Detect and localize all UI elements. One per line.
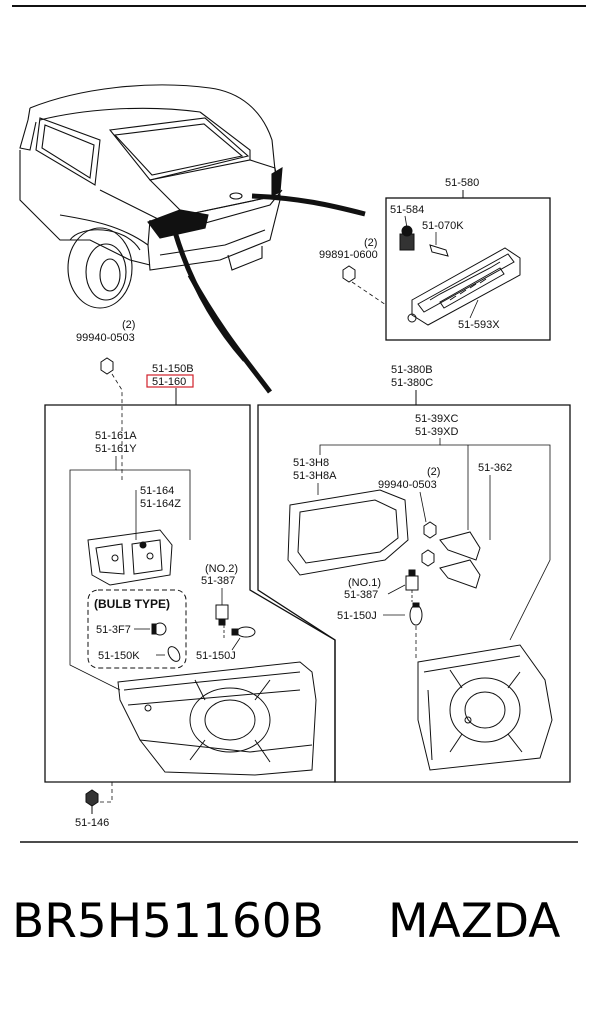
high-mount-box [385,197,551,341]
bulb-type-heading: (BULB TYPE) [94,597,170,611]
nut-right-icon [421,521,437,567]
right-lamp-lens-icon [417,644,553,771]
label-socket-high-mount: 51-070K [422,220,464,232]
label-assembly-high-mount: 51-580 [445,177,479,189]
left-lamp-frame [44,404,336,783]
label-bulb-3f7: 51-3F7 [96,624,131,636]
label-cover-left: 51-164 [140,485,174,497]
bulb-150k-icon [167,646,181,662]
bracket-icon [439,531,481,589]
clip-icon [85,789,99,814]
label-screw-high-mount: 99891-0600 [319,249,378,261]
bulb-150j-right-icon [409,602,423,626]
label-socket-no1-note: (NO.1) [348,577,381,589]
label-gasket-right-a: 51-3H8A [293,470,337,482]
callout-sweep-high-mount [251,193,366,217]
high-mount-lamp-group: 51-580 51-584 51-070K 51-593X [319,177,551,341]
label-nut-left: 99940-0503 [76,332,135,344]
label-nut-right-qty: (2) [427,466,440,478]
high-mount-lens-icon [407,247,521,326]
label-nut-right: 99940-0503 [378,479,437,491]
label-nut-left-qty: (2) [122,319,135,331]
label-bulb-high-mount: 51-584 [390,204,424,216]
left-gasket-icon [87,529,173,586]
highlight-box-51-160 [146,374,194,388]
label-socket-no2-note: (NO.2) [205,563,238,575]
label-bracket-362: 51-362 [478,462,512,474]
socket-no1-icon [405,569,419,591]
car-rear-illustration [19,84,283,309]
nut-left-icon [100,357,114,375]
label-lamp-right-c: 51-380C [391,377,433,389]
socket-no2-icon [215,604,229,626]
label-lens-high-mount: 51-593X [458,319,500,331]
wedge-bulb-icon [429,244,449,257]
left-lamp-group: (2) 99940-0503 51-150B 51-160 51-161A 51… [44,319,336,829]
label-gasket-left-y: 51-161Y [95,443,137,455]
label-lamp-right-b: 51-380B [391,364,433,376]
label-gasket-right: 51-3H8 [293,457,329,469]
label-gasket-left-a: 51-161A [95,430,137,442]
right-lamp-frame [257,404,571,783]
label-lamp-left: 51-160 [152,376,186,388]
label-socket-no2: 51-387 [201,575,235,587]
left-lamp-lens-icon [117,661,317,776]
label-cover-left-z: 51-164Z [140,498,181,510]
callout-sweep-right-lamp [187,273,273,394]
nut-icon [342,265,356,283]
bulb-150j-left-icon [231,626,256,638]
label-screw-high-mount-qty: (2) [364,237,377,249]
label-bracket-xd: 51-39XD [415,426,458,438]
right-lamp-group: 51-380B 51-380C 51-39XC 51-39XD 51-3H8 5… [257,364,571,783]
bulb-type-box [87,589,187,669]
bulb-3f7-icon [151,622,167,636]
label-bulb-150k: 51-150K [98,650,140,662]
label-lamp-left-b: 51-150B [152,363,194,375]
label-bulb-150j-right: 51-150J [337,610,377,622]
brand-name: MAZDA [388,894,561,949]
socket-icon [399,225,415,251]
right-gasket-icon [287,489,409,576]
label-bulb-150j-left: 51-150J [196,650,236,662]
label-socket-no1: 51-387 [344,589,378,601]
part-number: BR5H51160B [12,894,324,949]
label-bracket-xc: 51-39XC [415,413,458,425]
label-clip-bottom: 51-146 [75,817,109,829]
